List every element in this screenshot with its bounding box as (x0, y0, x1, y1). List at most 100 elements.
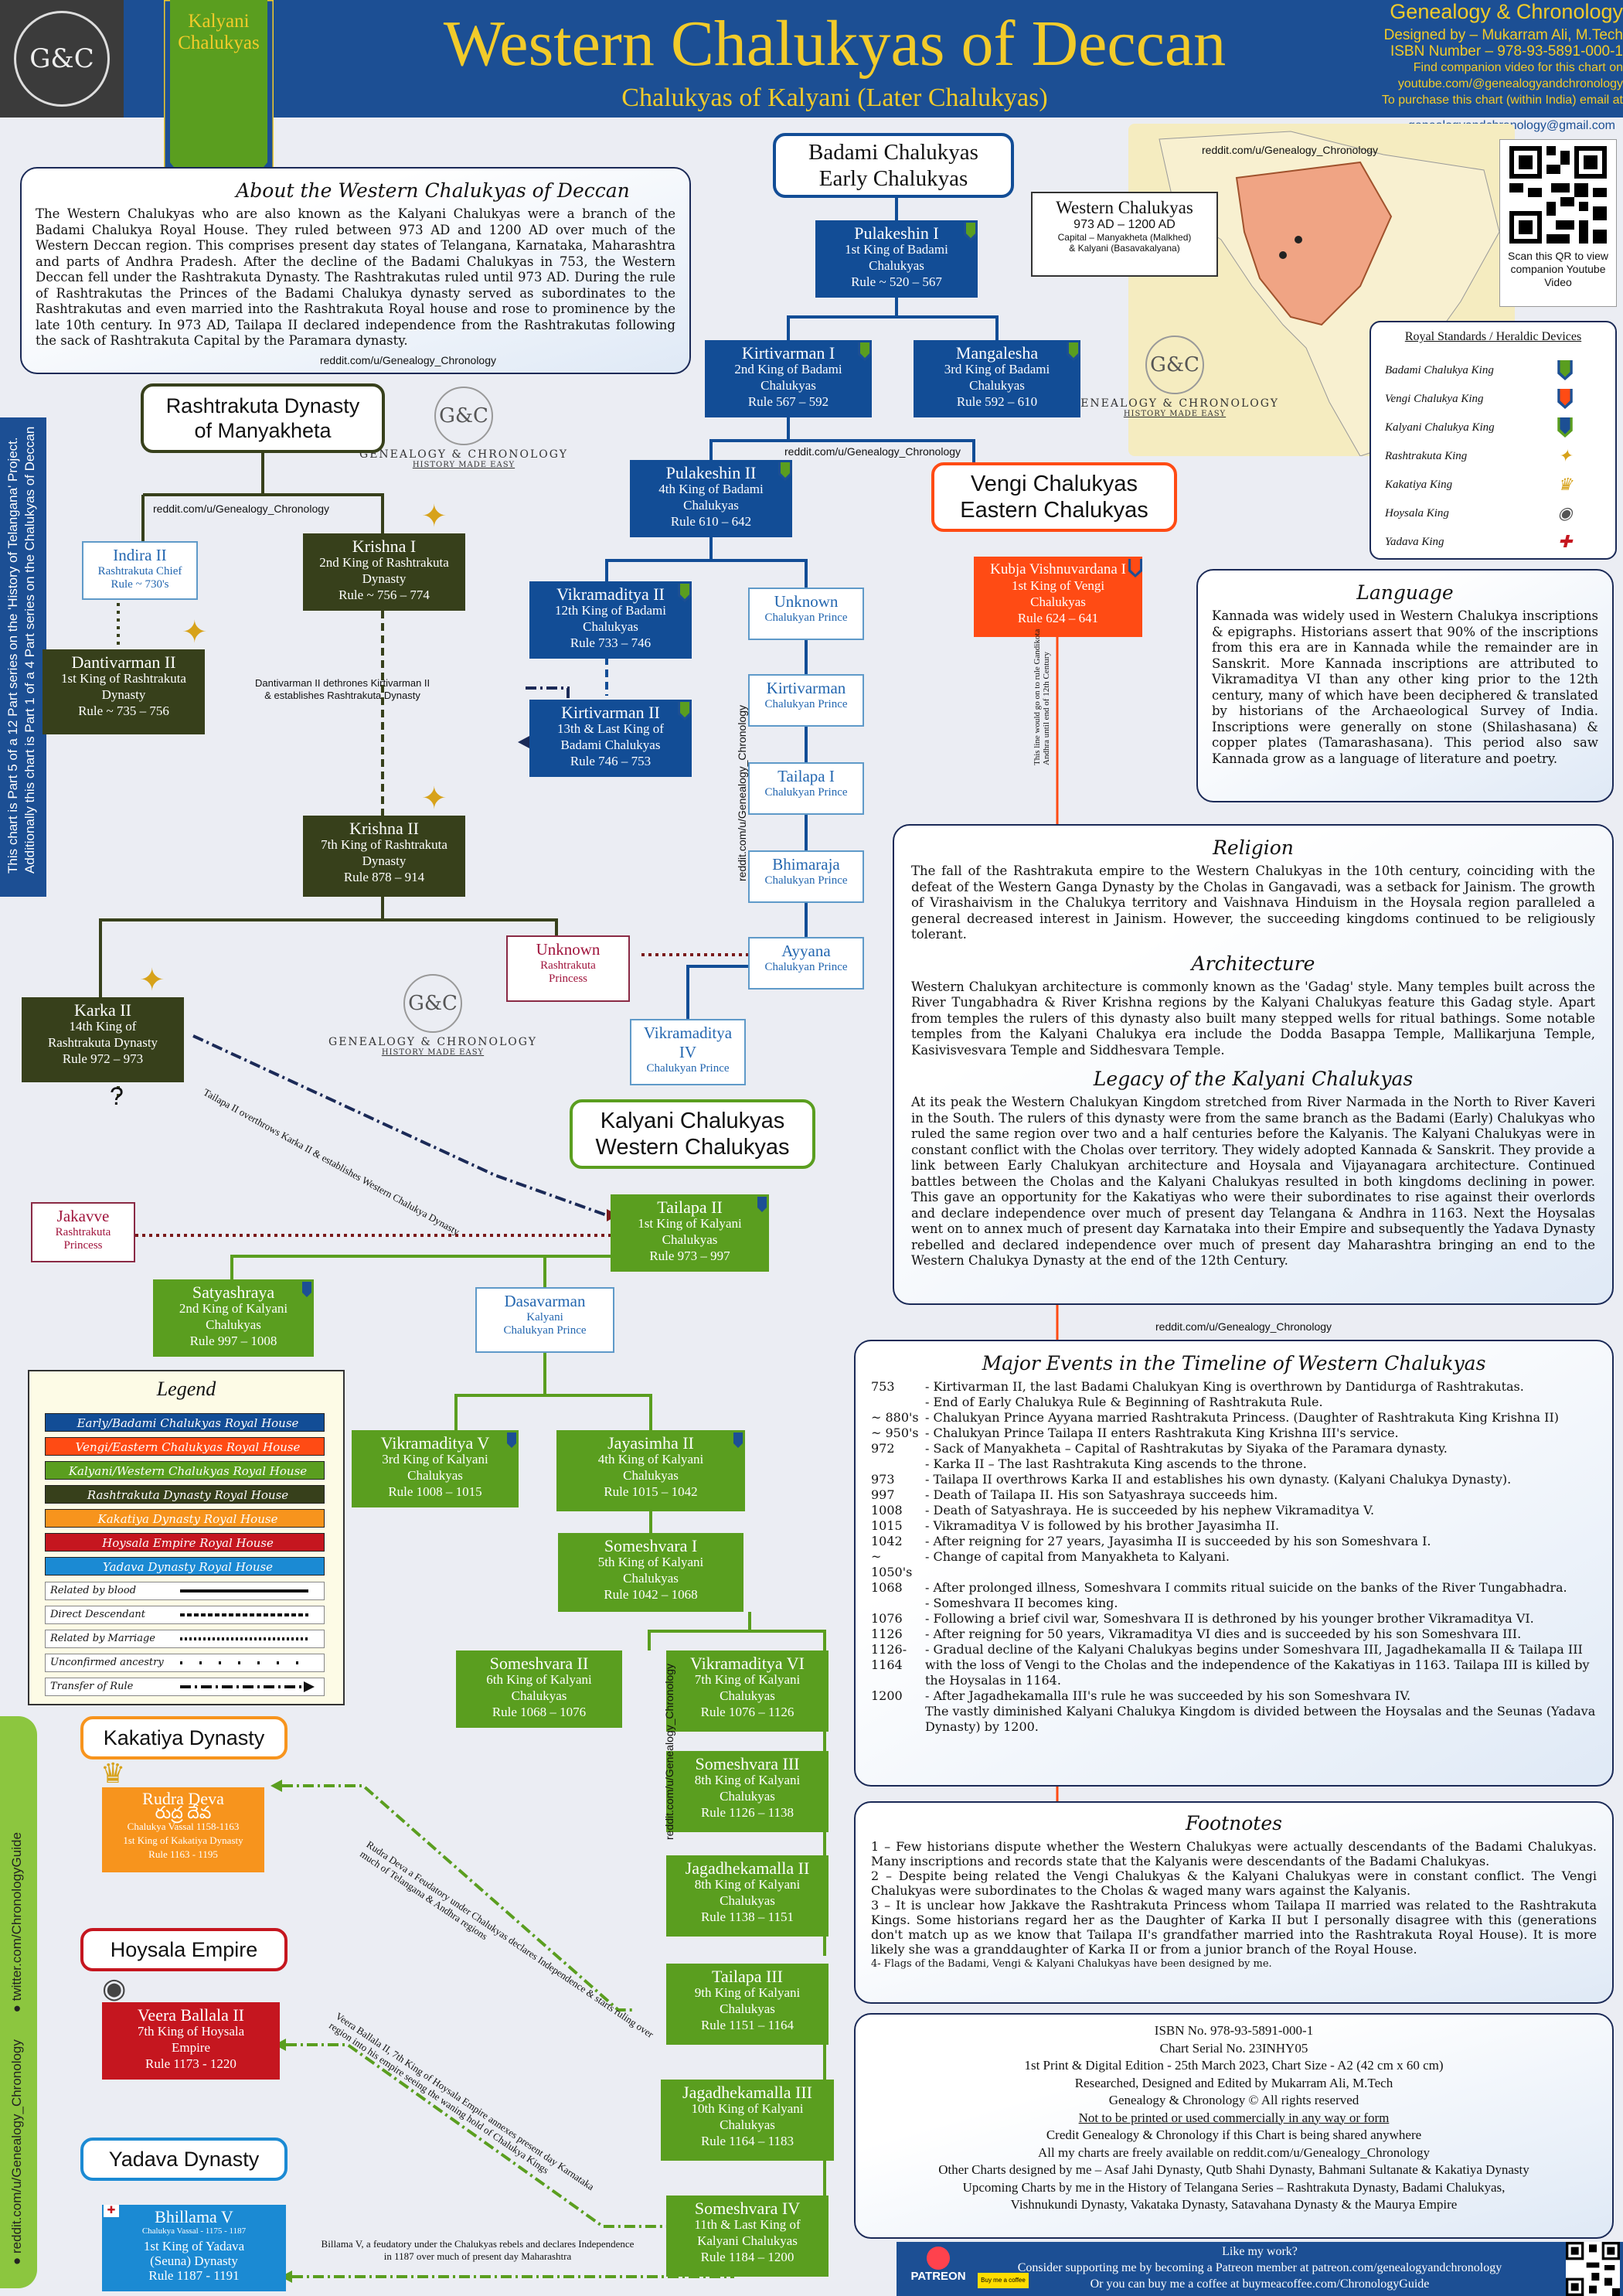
social-strip (0, 1716, 37, 2288)
event-year: 1015 (871, 1518, 903, 1533)
footer-qr-code-icon[interactable] (1566, 2242, 1620, 2296)
about-text: The Western Chalukyas who are also known… (36, 206, 675, 348)
logo-emblem: G&C (14, 11, 110, 107)
reddit-credit-2: reddit.com/u/Genealogy_Chronology (153, 502, 330, 515)
event-year: 972 (871, 1441, 895, 1456)
event-row: 973- Tailapa II overthrows Karka II and … (871, 1472, 1597, 1487)
legacy-credit: reddit.com/u/Genealogy_Chronology (1155, 1320, 1332, 1333)
patreon-badge[interactable]: PATREON (904, 2247, 972, 2293)
event-year: 1076 (871, 1611, 903, 1626)
about-credit: reddit.com/u/Genealogy_Chronology (319, 354, 496, 366)
architecture-text: Western Chalukyan architecture is common… (911, 979, 1595, 1058)
event-year: 1200 (871, 1688, 903, 1703)
kalyani-flag-icon (1555, 417, 1575, 438)
header-info: Genealogy & Chronology Designed by – Muk… (1337, 0, 1623, 108)
event-row: ~ 880's- Chalukyan Prince Ayyana married… (871, 1410, 1597, 1426)
kalyani-flag-icon (300, 1282, 314, 1300)
legend-relation-item: Unconfirmed ancestry (45, 1654, 325, 1672)
architecture-title: Architecture (1191, 952, 1315, 975)
unconfirmed-question: ? (110, 1082, 124, 1110)
event-row: - Karka II – The last Rashtrakuta King a… (871, 1456, 1597, 1472)
dynasty-vengi-sub: Eastern Chalukyas (960, 498, 1148, 523)
royal-standard-label: Kalyani Chalukya King (1385, 421, 1495, 434)
page-subtitle: Chalukyas of Kalyani (Later Chalukyas) (621, 83, 1048, 112)
colophon-line: Chart Serial No. 23INHY05 (1159, 2040, 1308, 2056)
vengi-flag-icon (1555, 389, 1575, 409)
dynasty-badami-name: Badami Chalukyas (808, 140, 978, 165)
badami-flag-icon (678, 702, 692, 720)
badami-flag-icon (1555, 360, 1575, 380)
dynasty-yadava: Yadava Dynasty (80, 2138, 288, 2181)
religion-text: The fall of the Rashtrakuta empire to th… (911, 864, 1595, 942)
royal-standards-panel: Royal Standards / Heraldic Devices Badam… (1370, 321, 1617, 560)
event-text: - Sack of Manyakheta – Capital of Rashtr… (925, 1441, 1448, 1456)
event-text: - After reigning for 27 years, Jayasimha… (925, 1534, 1431, 1548)
event-year: 973 (871, 1472, 895, 1487)
royal-standard-item: Badami Chalukya King (1385, 358, 1609, 383)
event-text: - Someshvara II becomes king. (925, 1596, 1118, 1610)
history-panel: Religion The fall of the Rashtrakuta emp… (893, 824, 1614, 1305)
reddit-credit-vertical-2: reddit.com/u/Genealogy_Chronology (663, 1663, 675, 1840)
legend-panel: Legend Early/Badami Chalukyas Royal Hous… (28, 1370, 345, 1705)
colophon-line: Other Charts designed by me – Asaf Jahi … (938, 2162, 1529, 2177)
legend-line-sample (180, 1637, 308, 1640)
royal-standard-label: Badami Chalukya King (1385, 364, 1494, 376)
video-link[interactable]: youtube.com/@genealogyandchronology (1397, 77, 1623, 90)
events-panel: Major Events in the Timeline of Western … (854, 1340, 1614, 1787)
purchase-line1: To purchase this chart (within India) em… (1381, 94, 1623, 107)
qr-caption: Scan this QR to view companion Youtube V… (1508, 250, 1608, 288)
reddit-credit-vertical-1: reddit.com/u/Genealogy_Chronology (736, 704, 748, 881)
support-text: Like my work? Consider supporting me by … (1017, 2245, 1502, 2291)
event-text: - Kirtivarman II, the last Badami Chaluk… (925, 1379, 1524, 1394)
side-note-strip (0, 417, 46, 897)
hoysala-tiger-icon: ◉ (102, 1973, 127, 2005)
coffee-button[interactable]: Buy me a coffee (978, 2273, 1029, 2288)
dynasty-kalyani-name: Kalyani Chalukyas (600, 1109, 785, 1133)
rashtrakuta-eagle-icon: ✦ (421, 499, 447, 534)
event-text: - Karka II – The last Rashtrakuta King a… (925, 1456, 1307, 1471)
language-text: Kannada was widely used in Western Chalu… (1212, 608, 1598, 766)
about-title: About the Western Chalukyas of Deccan (236, 179, 630, 202)
qr-code-icon[interactable] (1509, 146, 1607, 244)
rashtrakuta-eagle-icon: ✦ (182, 615, 208, 650)
event-year: ~ 1050's (871, 1549, 913, 1579)
event-row: 1200- After Jagadhekamalla III's rule he… (871, 1688, 1597, 1704)
legacy-text: At its peak the Western Chalukyan Kingdo… (911, 1095, 1595, 1268)
